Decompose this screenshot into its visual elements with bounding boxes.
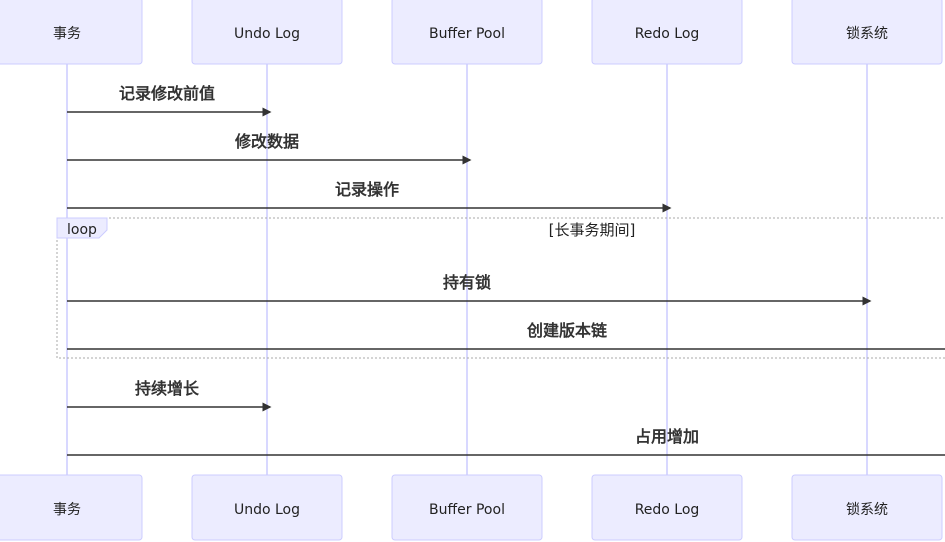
loop-tab — [56, 217, 108, 239]
svg-text:Redo Log: Redo Log — [635, 26, 700, 42]
actor-bottom-redo: Redo Log — [591, 474, 743, 541]
svg-text:锁系统: 锁系统 — [846, 502, 888, 518]
message-1: 记录修改前值 — [67, 84, 272, 117]
actor-bottom-undo: Undo Log — [191, 474, 343, 541]
svg-text:Buffer Pool: Buffer Pool — [429, 502, 505, 518]
svg-text:Undo Log: Undo Log — [234, 502, 300, 518]
actor-bottom-tx: 事务 — [0, 474, 143, 541]
message-5: 创建版本链 — [67, 321, 945, 350]
svg-text:锁系统: 锁系统 — [846, 26, 888, 42]
svg-text:事务: 事务 — [53, 26, 81, 42]
loop-label: loop — [67, 222, 97, 238]
svg-text:Buffer Pool: Buffer Pool — [429, 26, 505, 42]
message-7: 占用增加 — [67, 427, 945, 456]
actor-top-tx: 事务 — [0, 0, 143, 65]
actor-bottom-buffer: Buffer Pool — [391, 474, 543, 541]
message-label: 记录操作 — [335, 180, 399, 199]
loop-frame: loop [长事务期间] — [56, 217, 945, 359]
actor-top-lock: 锁系统 — [791, 0, 943, 65]
loop-condition: [长事务期间] — [549, 221, 636, 239]
actor-top-buffer: Buffer Pool — [391, 0, 543, 65]
message-label: 修改数据 — [234, 132, 299, 151]
message-label: 占用增加 — [635, 427, 699, 446]
message-label: 记录修改前值 — [119, 84, 215, 103]
svg-text:Undo Log: Undo Log — [234, 26, 300, 42]
message-3: 记录操作 — [67, 180, 672, 213]
message-label: 创建版本链 — [526, 321, 608, 340]
svg-text:事务: 事务 — [53, 502, 81, 518]
message-label: 持续增长 — [135, 379, 200, 398]
message-4: 持有锁 — [67, 273, 872, 306]
message-label: 持有锁 — [443, 273, 491, 292]
actor-top-undo: Undo Log — [191, 0, 343, 65]
actor-bottom-lock: 锁系统 — [791, 474, 943, 541]
message-2: 修改数据 — [67, 132, 472, 165]
svg-text:Redo Log: Redo Log — [635, 502, 700, 518]
actor-top-redo: Redo Log — [591, 0, 743, 65]
message-6: 持续增长 — [67, 379, 272, 412]
